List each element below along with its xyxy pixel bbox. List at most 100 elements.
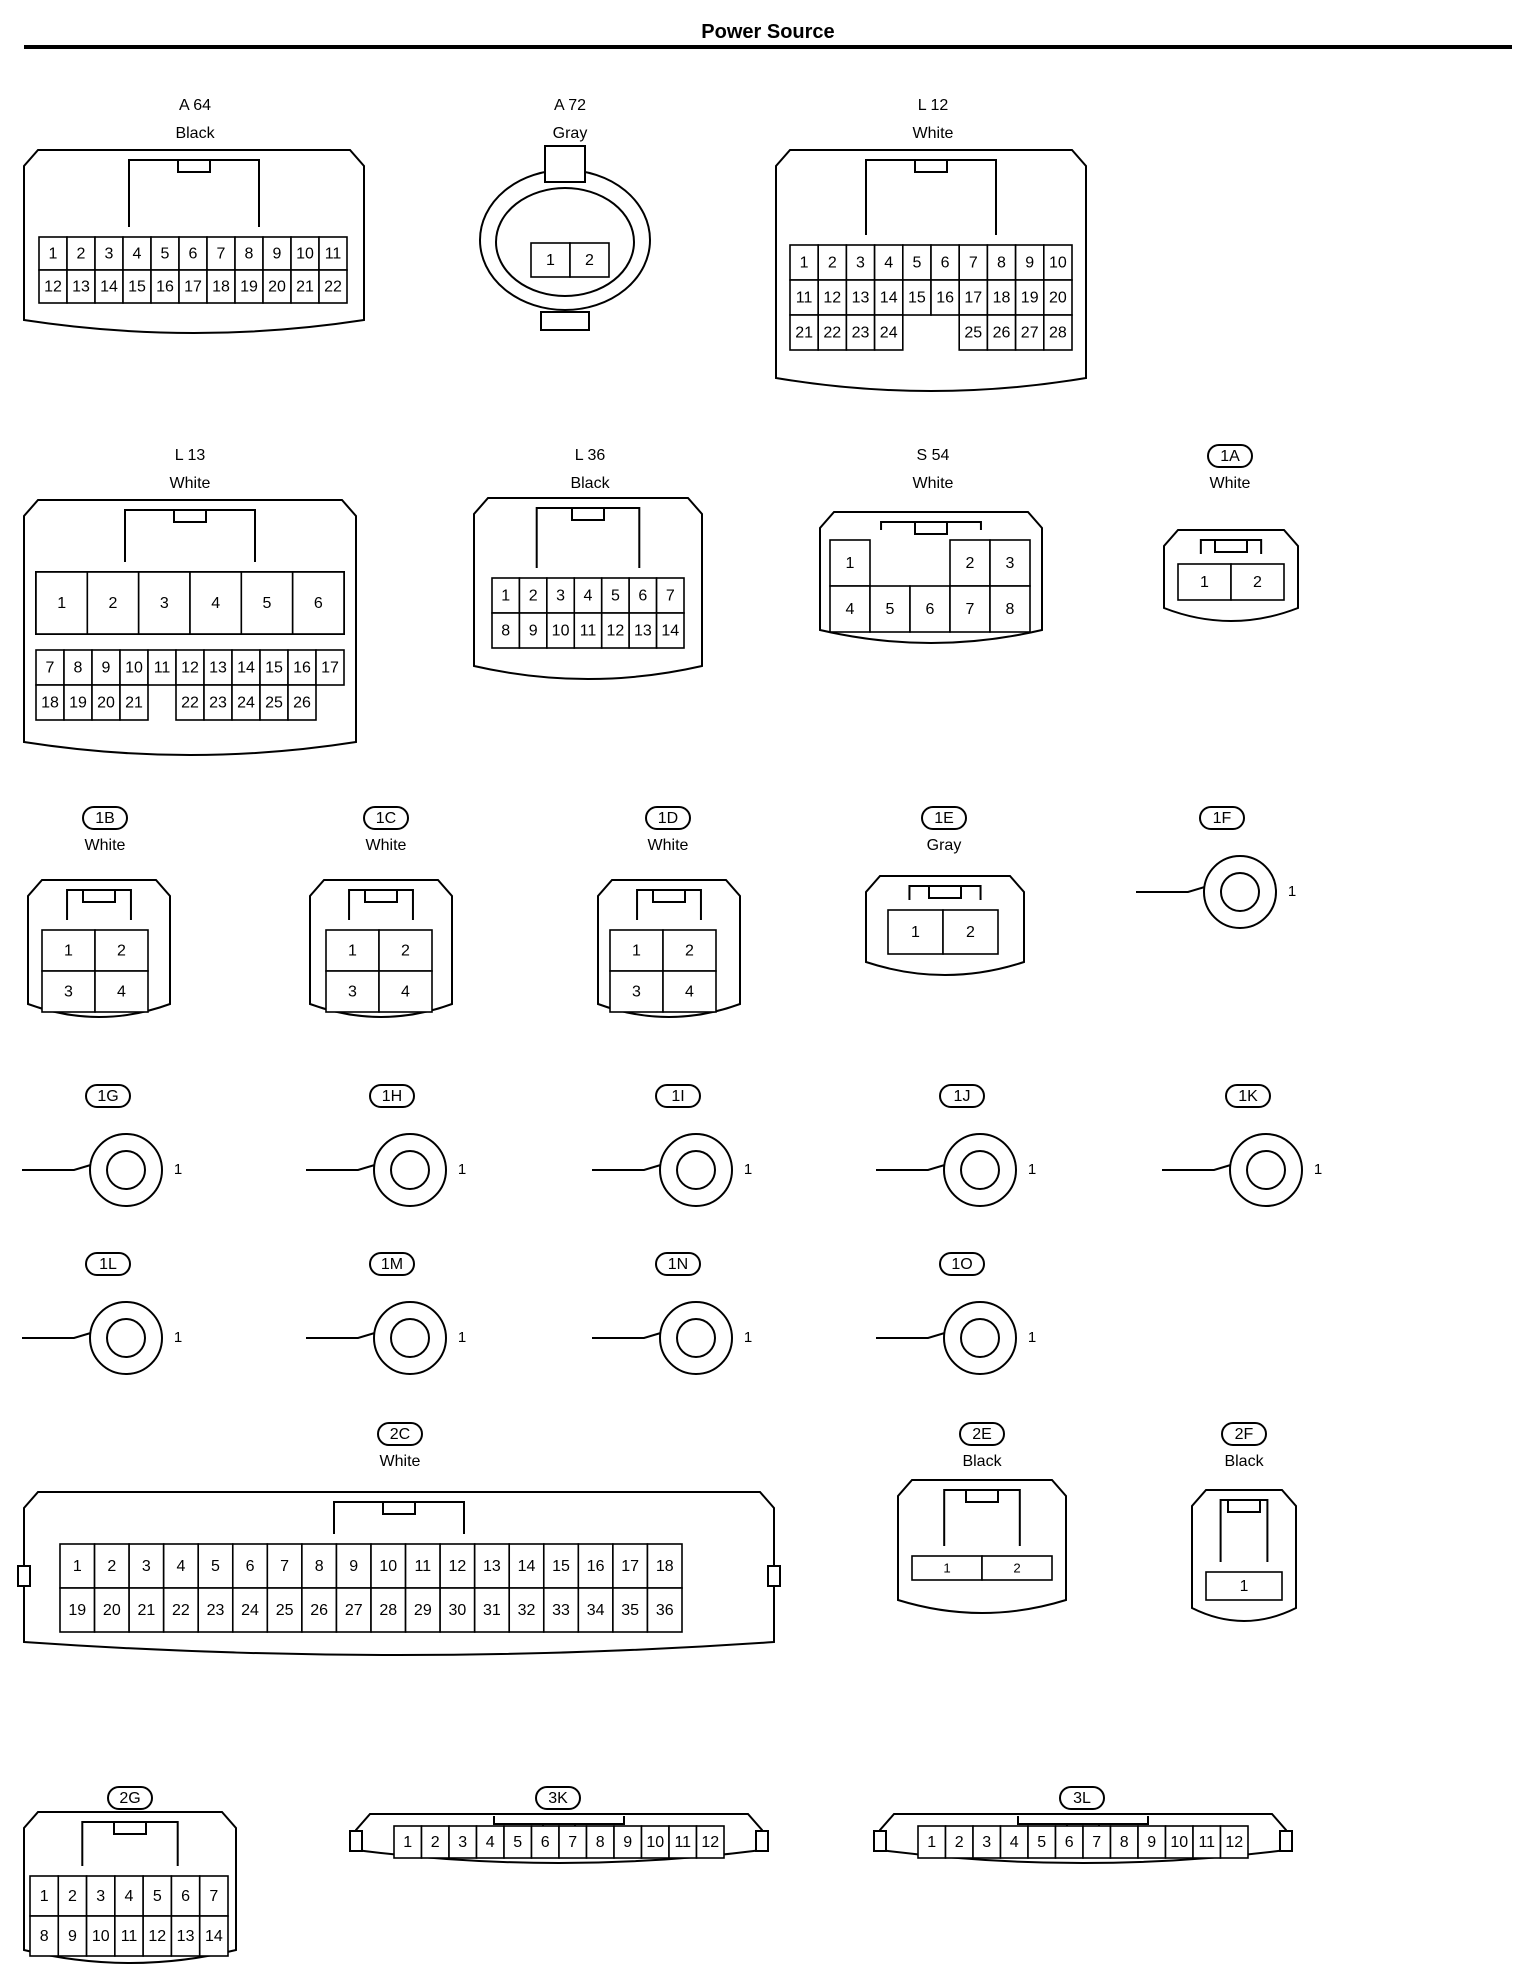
pin-cell (175, 649, 205, 686)
pin-number: 9 (349, 1558, 358, 1575)
pin-number: 27 (345, 1602, 363, 1619)
connector-id-label: A 64 (179, 97, 211, 114)
ring-terminal-wire (1136, 885, 1209, 893)
pin-cell (917, 1825, 947, 1859)
pin-number: 1 (458, 1329, 466, 1346)
pin-number: 31 (483, 1602, 501, 1619)
pin-cell (266, 1587, 303, 1633)
pin-number: 5 (1037, 1834, 1046, 1851)
pin-number: 13 (483, 1558, 501, 1575)
pin-number: 24 (237, 695, 255, 712)
pin-cell (234, 269, 264, 304)
connector-tab (540, 311, 590, 331)
pin-number: 6 (189, 246, 198, 263)
pin-number: 9 (102, 660, 111, 677)
pin-number: 8 (501, 623, 510, 640)
pin-cell (542, 1587, 580, 1633)
connector-id-label: 3K (548, 1790, 568, 1807)
pin-cell (646, 1587, 683, 1633)
pin-cell (94, 970, 149, 1013)
pin-cell (35, 571, 89, 635)
pin-number: 7 (209, 1888, 218, 1905)
pin-cell (612, 1587, 649, 1633)
connector-id-label: 2E (972, 1426, 992, 1443)
connector-id-label: 3L (1073, 1790, 1091, 1807)
pin-cell (845, 314, 876, 351)
pin-number: 1 (927, 1834, 936, 1851)
pin-number: 7 (280, 1558, 289, 1575)
pin-number: 1 (911, 924, 920, 941)
pin-cell (404, 1587, 441, 1633)
ring-terminal-wire (592, 1163, 665, 1171)
connector-latch-tab (113, 1821, 147, 1835)
pin-number: 7 (666, 588, 675, 605)
pin-cell (986, 314, 1017, 351)
pin-number: 29 (414, 1602, 432, 1619)
pin-number: 17 (964, 290, 982, 307)
connector-id-label: 1O (951, 1256, 972, 1273)
connector-color-label: Gray (927, 837, 962, 854)
pin-number: 12 (44, 279, 62, 296)
pin-number: 14 (237, 660, 255, 677)
ring-terminal-hole (960, 1150, 1000, 1190)
pin-number: 1 (632, 943, 641, 960)
pin-cell (869, 585, 911, 633)
pin-number: 11 (415, 1558, 432, 1575)
connector-color-label: Black (1224, 1453, 1264, 1470)
pin-number: 1 (501, 588, 510, 605)
pin-number: 13 (72, 279, 90, 296)
ring-terminal-wire (876, 1331, 949, 1339)
pin-cell (259, 649, 289, 686)
pin-number: 1 (1200, 574, 1209, 591)
pin-cell (628, 612, 658, 649)
pin-number: 16 (293, 660, 311, 677)
pin-number: 2 (107, 1558, 116, 1575)
connector-id-label: L 13 (175, 447, 206, 464)
pin-number: 6 (941, 255, 950, 272)
ring-terminal-hole (676, 1150, 716, 1190)
connector-end-key (755, 1830, 769, 1852)
pin-number: 25 (265, 695, 283, 712)
pin-number: 1 (458, 1161, 466, 1178)
pin-cell (290, 236, 320, 271)
pin-cell (789, 314, 820, 351)
connector-latch (544, 145, 586, 183)
pin-cell (789, 279, 820, 316)
pin-number: 2 (117, 943, 126, 960)
pin-number: 8 (245, 246, 254, 263)
connector-tag-pill (1207, 444, 1253, 468)
pin-number: 15 (265, 660, 283, 677)
pin-cell (1109, 1825, 1139, 1859)
pin-cell (41, 929, 96, 972)
pin-number: 6 (638, 588, 647, 605)
pin-number: 7 (1092, 1834, 1101, 1851)
pin-cell (137, 571, 191, 635)
pin-number: 1 (73, 1558, 82, 1575)
pin-cell (178, 269, 208, 304)
pin-number: 3 (64, 984, 73, 1001)
pin-number: 4 (211, 595, 220, 612)
connector-end-key (17, 1565, 31, 1587)
pin-number: 22 (172, 1602, 190, 1619)
connector-color-label: White (913, 475, 954, 492)
pin-number: 3 (856, 255, 865, 272)
ring-terminal-hole (1246, 1150, 1286, 1190)
pin-number: 12 (823, 290, 841, 307)
connector-tag-pill (1221, 1422, 1267, 1446)
pin-number: 20 (103, 1602, 121, 1619)
pin-cell (612, 1543, 649, 1589)
pin-cell (662, 970, 717, 1013)
pin-number: 20 (97, 695, 115, 712)
pin-cell (508, 1587, 545, 1633)
connector-tag-pill (939, 1084, 985, 1108)
pin-cell (873, 244, 904, 281)
pin-cell (198, 1875, 229, 1917)
connector-latch-tab (652, 889, 686, 903)
pin-number: 26 (310, 1602, 328, 1619)
pin-number: 19 (1021, 290, 1039, 307)
connector-id-label: 1L (99, 1256, 117, 1273)
ring-terminal-wire (1162, 1163, 1235, 1171)
connector-tag-pill (655, 1252, 701, 1276)
pin-number: 6 (926, 601, 935, 618)
connector-id-label: 1D (658, 810, 678, 827)
